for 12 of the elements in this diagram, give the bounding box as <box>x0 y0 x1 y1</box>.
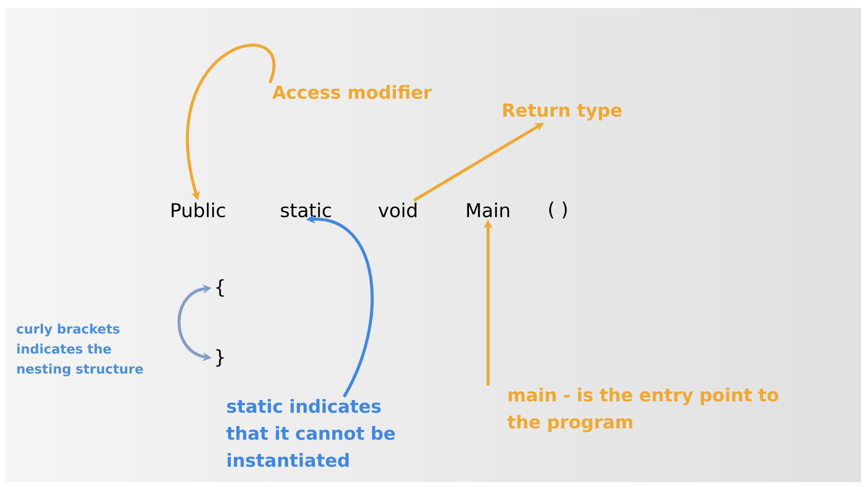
annotation-text: Access modifier <box>272 85 432 99</box>
annotation-text: main - is the entry point to the program <box>507 388 778 432</box>
annotation-text: curly brackets indicates the nesting structure <box>16 324 143 376</box>
code-word: void <box>378 202 416 218</box>
code-word: Public <box>172 202 225 218</box>
annotation-text: Return type <box>503 104 622 120</box>
code-word: static <box>280 202 331 218</box>
code-word: ( ) <box>549 202 567 218</box>
code-word: } <box>216 349 224 367</box>
code-word: Main <box>467 202 510 218</box>
code-word: { <box>216 279 224 297</box>
annotation-text: static indicates that it cannot be instantiated <box>226 399 395 467</box>
